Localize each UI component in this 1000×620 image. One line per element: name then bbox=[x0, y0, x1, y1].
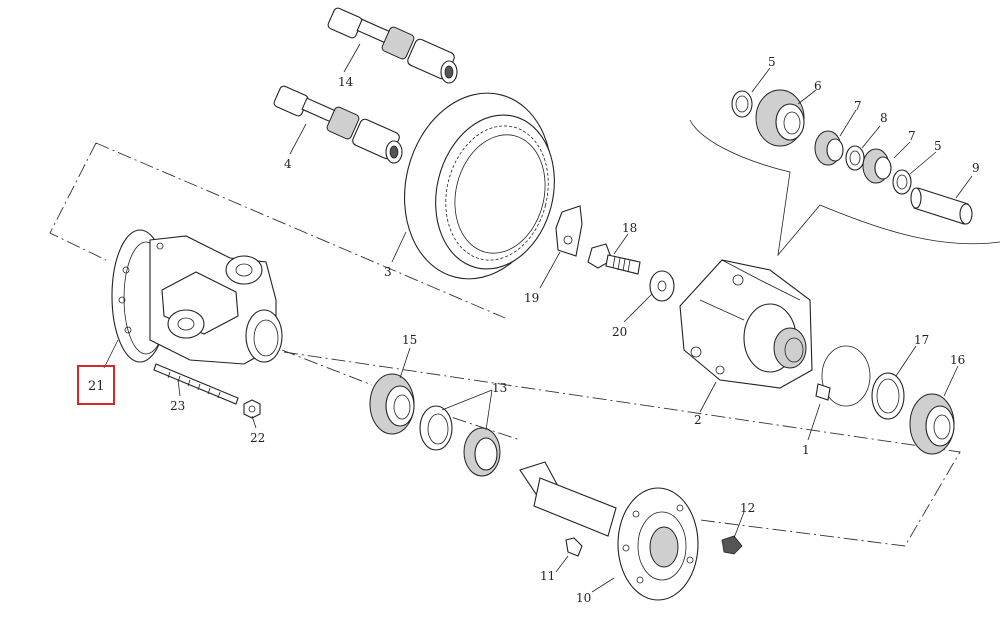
callout-19: 19 bbox=[524, 291, 539, 305]
callout-6: 6 bbox=[814, 79, 822, 93]
part-4-splined-shaft bbox=[273, 85, 403, 164]
shaft-axis-line bbox=[281, 349, 521, 441]
part-13-seal-b bbox=[463, 427, 501, 477]
part-16-bearing bbox=[909, 393, 955, 455]
part-23-stud bbox=[153, 363, 239, 405]
part-3-ring-gear bbox=[403, 92, 555, 280]
callout-2: 2 bbox=[694, 413, 702, 427]
part-14-splined-shaft bbox=[327, 7, 458, 84]
callout-3: 3 bbox=[384, 265, 392, 279]
part-10-axle-flange-shaft bbox=[519, 461, 699, 601]
callout-17: 17 bbox=[914, 333, 929, 347]
part-15-bearing bbox=[369, 373, 415, 435]
callout-11: 11 bbox=[540, 569, 555, 583]
callout-5-lower: 5 bbox=[934, 139, 942, 153]
callout-15: 15 bbox=[402, 333, 417, 347]
callout-16: 16 bbox=[950, 353, 965, 367]
callout-9: 9 bbox=[972, 161, 980, 175]
callout-5-upper: 5 bbox=[768, 55, 776, 69]
callout-14: 14 bbox=[338, 75, 354, 89]
callout-13: 13 bbox=[492, 381, 507, 395]
part-13-seal-a bbox=[419, 405, 453, 451]
part-19-lock-tab bbox=[555, 205, 583, 257]
part-7-needle-bearing-b bbox=[862, 148, 892, 184]
part-5-washer-b bbox=[892, 169, 912, 195]
callout-20: 20 bbox=[612, 325, 627, 339]
callout-7-upper: 7 bbox=[854, 99, 862, 113]
part-6-gear bbox=[755, 89, 805, 147]
part-7-needle-bearing-a bbox=[814, 130, 844, 166]
callout-12: 12 bbox=[740, 501, 755, 515]
leader-lines bbox=[103, 43, 973, 593]
part-17-ring bbox=[871, 372, 905, 420]
callout-22: 22 bbox=[250, 431, 265, 445]
part-22-nut bbox=[243, 399, 261, 419]
callout-7-lower: 7 bbox=[908, 129, 916, 143]
callout-21: 21 bbox=[88, 379, 105, 394]
part-5-washer-a bbox=[731, 90, 753, 118]
callout-10: 10 bbox=[576, 591, 591, 605]
part-9-pin bbox=[910, 187, 973, 225]
highlight-box-21 bbox=[77, 365, 115, 405]
assembly-boundary-line bbox=[49, 142, 961, 547]
part-12-grease-nipple bbox=[721, 535, 743, 555]
part-8-spacer bbox=[845, 145, 865, 171]
callout-23: 23 bbox=[170, 399, 185, 413]
callout-1: 1 bbox=[802, 443, 810, 457]
part-2-bearing-housing bbox=[679, 259, 813, 389]
part-21-main-housing bbox=[111, 229, 283, 365]
callout-8: 8 bbox=[880, 111, 888, 125]
callout-4: 4 bbox=[284, 157, 292, 171]
part-18-bolt bbox=[587, 243, 641, 275]
part-1-circlip bbox=[815, 345, 871, 407]
detail-callout-bubble bbox=[689, 119, 1000, 257]
part-11-bolt bbox=[565, 537, 583, 557]
part-20-washer bbox=[649, 270, 675, 302]
callout-18: 18 bbox=[622, 221, 637, 235]
